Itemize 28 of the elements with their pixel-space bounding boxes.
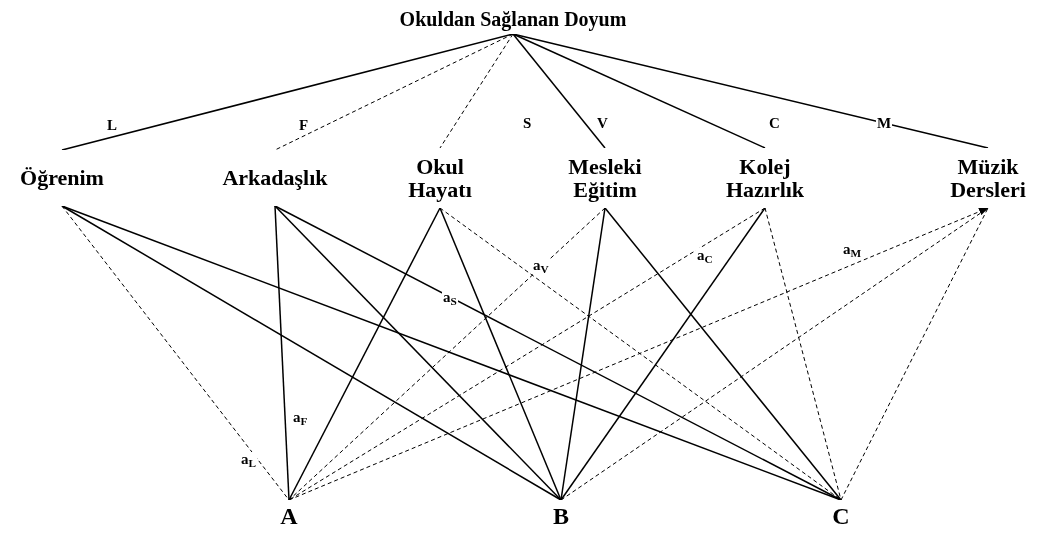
connector-line — [604, 207, 842, 501]
weight-label: a$_{L}$ — [240, 452, 257, 467]
connector-line — [288, 207, 766, 501]
connector-line — [560, 207, 766, 501]
connector-line — [512, 33, 766, 149]
criterion-letter: L — [106, 118, 118, 133]
criterion-letter: C — [768, 116, 781, 131]
connector-line — [439, 207, 842, 501]
connector-line — [274, 205, 562, 501]
connector-line — [274, 205, 842, 501]
connector-line — [439, 33, 514, 149]
criterion-letter: S — [522, 116, 533, 131]
criterion-letter: F — [298, 118, 310, 133]
connector-line — [288, 207, 441, 501]
criterion-letter: M — [876, 116, 893, 131]
connector-line — [439, 207, 562, 501]
connector-line — [560, 207, 989, 501]
connector-line — [560, 207, 606, 501]
connector-line — [61, 205, 290, 501]
connector-line — [840, 207, 989, 501]
weight-label: a$_{S}$ — [442, 290, 458, 305]
criterion-letter: V — [596, 116, 609, 131]
weight-label: a$_{V}$ — [532, 258, 550, 273]
connector-line — [512, 33, 606, 149]
connector-line — [288, 207, 989, 501]
connector-line — [274, 205, 290, 501]
connector-line — [274, 33, 514, 151]
weight-label: a$_{C}$ — [696, 248, 714, 263]
